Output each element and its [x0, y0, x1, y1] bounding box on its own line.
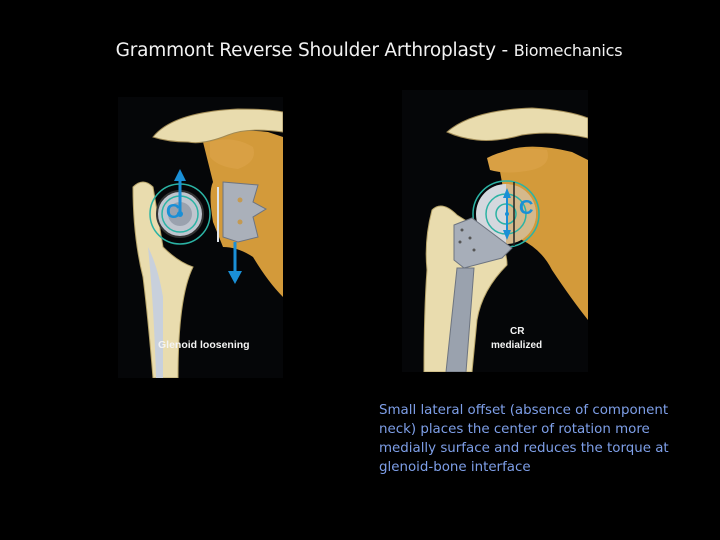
shoulder-anatomy-left-icon: [132, 108, 283, 378]
center-rotation-label: C: [166, 201, 181, 223]
body-text: Small lateral offset (absence of compone…: [379, 403, 669, 475]
title-separator: -: [495, 40, 514, 61]
title-subtitle: Biomechanics: [513, 41, 623, 60]
slide-title: Grammont Reverse Shoulder Arthroplasty -…: [0, 40, 720, 61]
illustration-cr-medialized: C CR medialized: [402, 90, 588, 372]
title-main: Grammont Reverse Shoulder Arthroplasty: [115, 40, 496, 61]
shoulder-anatomy-right-icon: [423, 107, 588, 372]
figure-caption-glenoid-loosening: Glenoid loosening: [158, 339, 250, 351]
figure-caption-medialized: medialized: [491, 340, 543, 351]
illustration-glenoid-loosening: Glenoid loosening C: [118, 97, 283, 378]
figure-caption-cr: CR: [510, 326, 525, 337]
center-rotation-label: C: [519, 197, 534, 219]
